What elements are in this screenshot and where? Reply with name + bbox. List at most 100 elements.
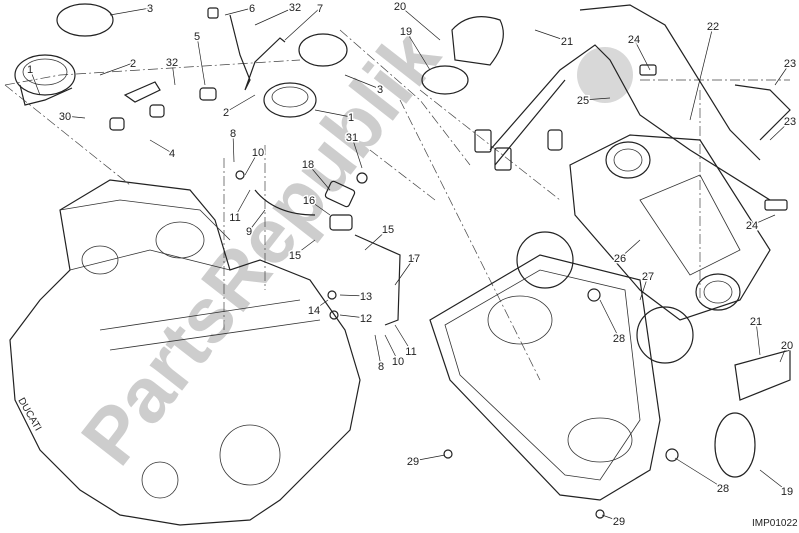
part-callout-6: 6 [249, 3, 255, 15]
part-callout-24: 24 [628, 34, 640, 46]
callout-leader-line [196, 35, 206, 86]
callout-leader-line [751, 214, 776, 226]
callout-leader-line [234, 189, 251, 218]
callout-leader-line [224, 7, 253, 16]
part-callout-25: 25 [577, 95, 589, 107]
wiring-harness [474, 4, 791, 211]
callout-leader-line [284, 7, 321, 41]
center-lines [4, 29, 790, 381]
part-callout-2: 2 [223, 107, 229, 119]
part-callout-1: 1 [348, 112, 354, 124]
part-callout-5: 5 [194, 31, 200, 43]
part-callout-21: 21 [750, 316, 762, 328]
watermark-text: PartsRepublik [64, 13, 457, 481]
part-callout-11: 11 [229, 212, 240, 224]
callout-leader-line [394, 324, 412, 352]
part-callout-19: 19 [400, 26, 412, 38]
part-callout-23: 23 [784, 58, 796, 70]
part-callout-3: 3 [377, 84, 383, 96]
callout-leader-line [374, 334, 382, 367]
part-callout-30: 30 [59, 111, 71, 123]
callout-leader-line [351, 136, 363, 169]
part-callout-31: 31 [346, 132, 358, 144]
callout-leader-line [674, 457, 724, 489]
part-callout-2: 2 [130, 58, 136, 70]
callout-leader-line [755, 320, 761, 356]
part-callout-4: 4 [169, 148, 175, 160]
part-callout-28: 28 [613, 333, 625, 345]
part-callout-20: 20 [394, 1, 406, 13]
callout-leader-line [244, 151, 259, 176]
part-callout-19: 19 [781, 486, 793, 498]
callout-leader-line [109, 7, 151, 16]
part-callout-15: 15 [289, 250, 301, 262]
callout-leader-line [29, 68, 41, 96]
part-callout-32: 32 [289, 2, 301, 14]
part-callout-29: 29 [407, 456, 419, 468]
part-callout-8: 8 [230, 128, 236, 140]
part-callout-32: 32 [166, 57, 178, 69]
callout-leader-line [759, 469, 788, 492]
callout-leader-line [171, 61, 176, 86]
callout-leader-line [254, 6, 296, 26]
part-callout-18: 18 [302, 159, 314, 171]
callout-leader-line [619, 239, 641, 259]
callout-leader-line [314, 109, 352, 118]
gear-logo-icon [577, 47, 633, 103]
part-callout-27: 27 [642, 271, 654, 283]
intake-manifold-right [199, 7, 348, 118]
callout-leader-line [307, 163, 331, 191]
callout-leader-line [405, 30, 431, 71]
part-callout-24: 24 [746, 220, 758, 232]
callout-leader-line [774, 62, 791, 86]
callout-leader-line [769, 120, 791, 141]
callout-leader-line [399, 5, 441, 41]
part-callout-26: 26 [614, 253, 626, 265]
callout-leader-line [99, 62, 134, 76]
watermark: PartsRepublik [64, 13, 633, 481]
callout-leader-line [248, 209, 266, 232]
throttle-body [421, 16, 791, 478]
part-callout-7: 7 [317, 3, 323, 15]
callout-leader-line [225, 94, 256, 113]
part-callout-10: 10 [392, 356, 404, 368]
callout-leader-line [149, 139, 173, 154]
part-callout-21: 21 [561, 36, 573, 48]
part-callout-11: 11 [405, 346, 416, 358]
callout-leader-line [633, 38, 651, 71]
part-callout-12: 12 [360, 313, 372, 325]
callout-leader-line [601, 514, 620, 522]
part-callout-3: 3 [147, 3, 153, 15]
callout-leader-line [412, 454, 446, 462]
callout-leader-line [599, 299, 620, 339]
part-callout-13: 13 [360, 291, 372, 303]
part-callout-28: 28 [717, 483, 729, 495]
part-callout-9: 9 [246, 226, 252, 238]
callout-leader-line [689, 25, 714, 121]
callout-leader-line [394, 257, 415, 286]
part-callout-16: 16 [303, 195, 315, 207]
airbox [429, 254, 679, 519]
callout-leader-line [339, 294, 367, 297]
part-callout-8: 8 [378, 361, 384, 373]
part-callout-29: 29 [613, 516, 625, 528]
callout-leader-line [384, 334, 399, 362]
part-callout-14: 14 [308, 305, 320, 317]
callout-leader-line [232, 132, 235, 163]
callout-leader-line [582, 97, 611, 101]
part-callout-23: 23 [784, 116, 796, 128]
part-callout-22: 22 [707, 21, 719, 33]
drawing-code: IMP01022 [752, 518, 798, 529]
callout-leader-line [64, 115, 86, 119]
part-callout-15: 15 [382, 224, 394, 236]
callout-leader-line [313, 299, 329, 311]
callout-leader-line [779, 344, 788, 363]
callout-leader-line [534, 29, 568, 42]
part-callout-10: 10 [252, 147, 264, 159]
part-callout-20: 20 [781, 340, 793, 352]
sensor-hoses [235, 170, 401, 326]
part-callout-1: 1 [27, 64, 33, 76]
